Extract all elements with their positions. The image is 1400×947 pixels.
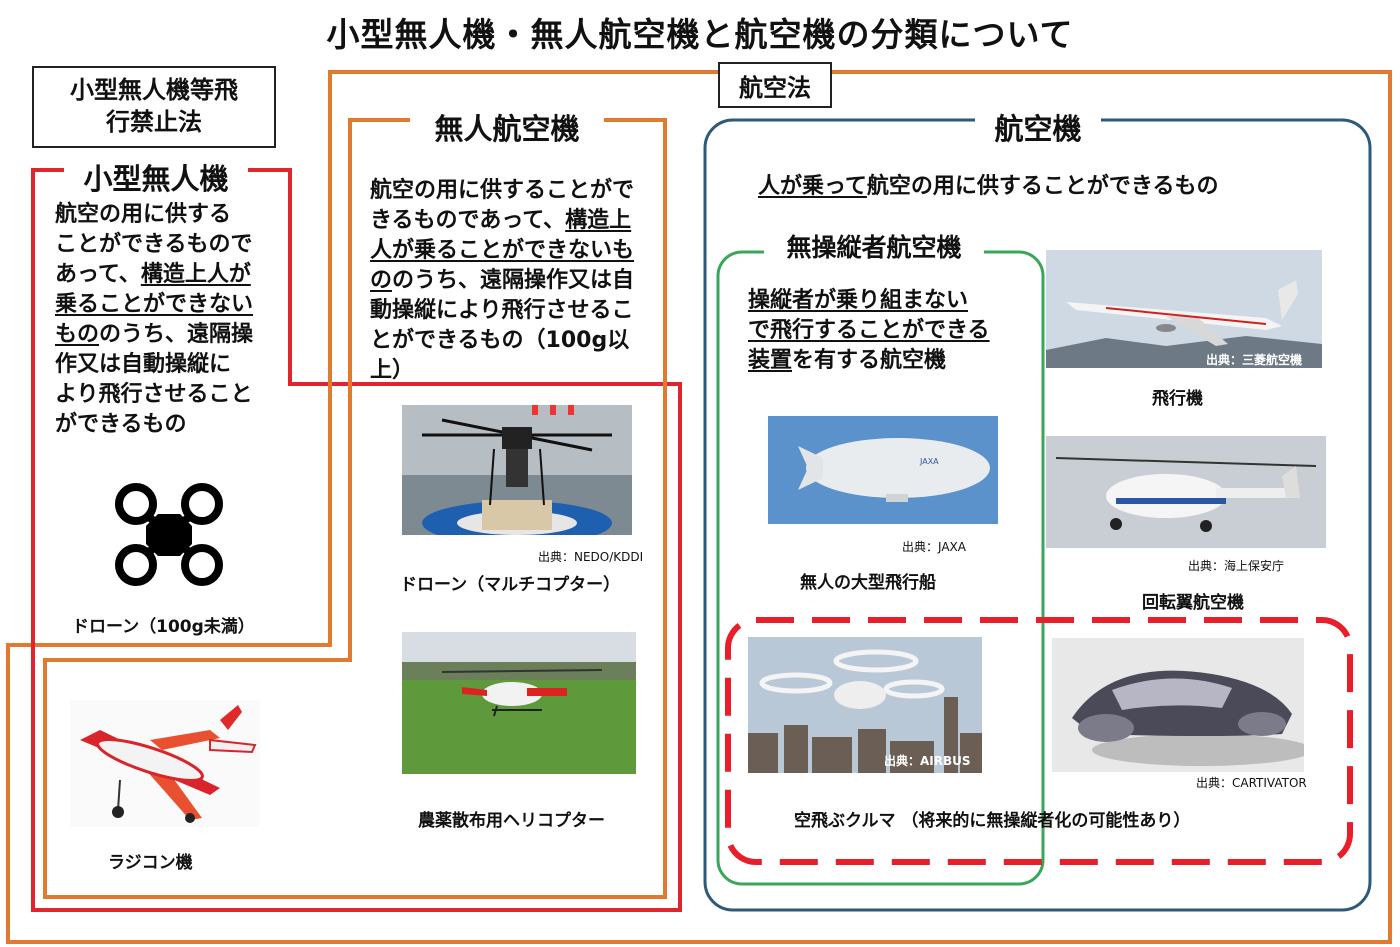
multicopter-image	[402, 405, 632, 535]
small-drone-description: 航空の用に供する ことができるもので あって、構造上人が 乗ることができない も…	[55, 202, 254, 437]
rotorcraft-caption: 回転翼航空機	[1142, 593, 1244, 613]
drone-icon	[115, 483, 223, 586]
svg-text:JAXA: JAXA	[919, 457, 939, 466]
aviation-act-label: 航空法	[739, 74, 811, 102]
aviation-act-box	[718, 62, 832, 108]
uav-frame	[43, 118, 667, 899]
rotorcraft-source: 出典：海上保安庁	[1188, 559, 1285, 573]
pilotless-description: 操縦者が乗り組まない で飛行することができる 装置を有する航空機	[748, 288, 990, 373]
aircraft-description: 人が乗って航空の用に供することができるもの	[758, 174, 1219, 199]
airplane-caption: 飛行機	[1152, 389, 1203, 409]
multicopter-source: 出典：NEDO/KDDI	[538, 550, 644, 564]
multicopter-caption: ドローン（マルチコプター）	[400, 575, 621, 595]
agri-helicopter-image	[402, 632, 636, 774]
uav-heading: 無人航空機	[410, 106, 604, 148]
rc-plane-caption: ラジコン機	[108, 853, 193, 873]
uav-description: 航空の用に供することがで きるものであって、構造上 人が乗ることができないも の…	[370, 178, 635, 383]
rc-plane-image	[70, 700, 260, 827]
airship-caption: 無人の大型飛行船	[800, 573, 936, 593]
airplane-image	[1046, 250, 1322, 368]
small-drone-law-box	[32, 66, 276, 148]
small-drone-law-label: 小型無人機等飛 行禁止法	[70, 76, 238, 136]
airplane-source: 出典：三菱航空機	[1206, 353, 1303, 367]
cartivator-source: 出典：CARTIVATOR	[1196, 776, 1307, 790]
rotorcraft-image	[1046, 436, 1326, 548]
airship-image: JAXA	[768, 416, 998, 524]
small-drone-law-frame	[31, 168, 682, 912]
flying-car-frame	[725, 617, 1353, 865]
aircraft-heading: 航空機	[975, 106, 1101, 148]
airship-source: 出典：JAXA	[902, 540, 966, 554]
drone-caption: ドローン（100g未満）	[72, 617, 255, 637]
small-drone-heading: 小型無人機	[64, 156, 248, 198]
pilotless-heading: 無操縦者航空機	[764, 228, 984, 264]
cartivator-flying-car-image	[1052, 638, 1304, 772]
airbus-source: 出典：AIRBUS	[884, 754, 971, 768]
flying-car-caption: 空飛ぶクルマ （将来的に無操縦者化の可能性あり）	[794, 811, 1191, 831]
page-title: 小型無人機・無人航空機と航空機の分類について	[326, 15, 1074, 54]
airbus-flying-car-image	[748, 637, 982, 773]
agri-helicopter-caption: 農薬散布用ヘリコプター	[418, 811, 605, 831]
